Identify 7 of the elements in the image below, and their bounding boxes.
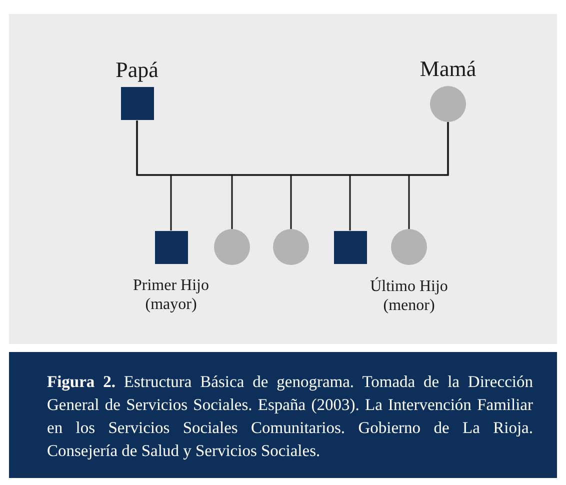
family-line — [408, 122, 449, 229]
name-label: Mamá — [418, 56, 478, 82]
male-square-symbol — [334, 230, 366, 264]
name-label: Papá — [114, 57, 160, 84]
name-label: Primer Hijo (mayor) — [132, 276, 210, 314]
name-label: Último Hijo (menor) — [369, 277, 449, 316]
figure-caption: Figura 2. Estructura Básica de genograma. Tomada de la Dirección General de Servicios Sociales. España (2003). La Intervención Familiar en los Servicios Sociales Comunitarios. Gobierno de La Rioja. Consejería de Salud y Servicios Sociales. — [47, 371, 533, 462]
